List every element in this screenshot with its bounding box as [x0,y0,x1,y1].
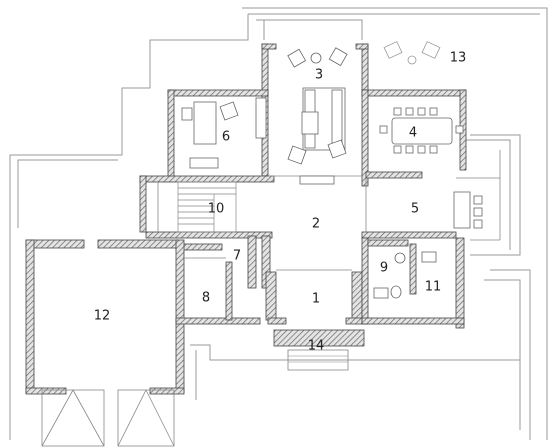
room-label-9: 9 [380,261,388,276]
room-label-14: 14 [308,339,325,354]
room-label-1: 1 [312,292,320,307]
room-label-11: 11 [425,280,442,295]
front-porch [273,329,365,371]
study-furniture [181,97,267,169]
walls [25,43,467,395]
room-labels: 1 2 3 4 5 6 7 8 9 10 11 12 13 14 [94,51,467,354]
bathroom-fixtures [373,251,437,299]
kitchen-furniture [453,191,483,229]
room-label-8: 8 [202,291,210,306]
garage-doors [41,389,175,447]
room-label-2: 2 [312,217,320,232]
room-label-7: 7 [233,249,241,264]
room-label-13: 13 [450,51,467,66]
room-label-10: 10 [208,202,225,217]
living-room-furniture [287,47,348,185]
room-label-5: 5 [411,202,419,217]
terrace-furniture [383,41,441,65]
staircase [177,181,237,233]
room-label-12: 12 [94,309,111,324]
dining-furniture [379,107,464,154]
room-label-4: 4 [409,126,417,141]
site-outline [9,7,548,440]
room-label-6: 6 [222,130,230,145]
room-label-3: 3 [315,68,323,83]
interior-lines [157,150,501,271]
